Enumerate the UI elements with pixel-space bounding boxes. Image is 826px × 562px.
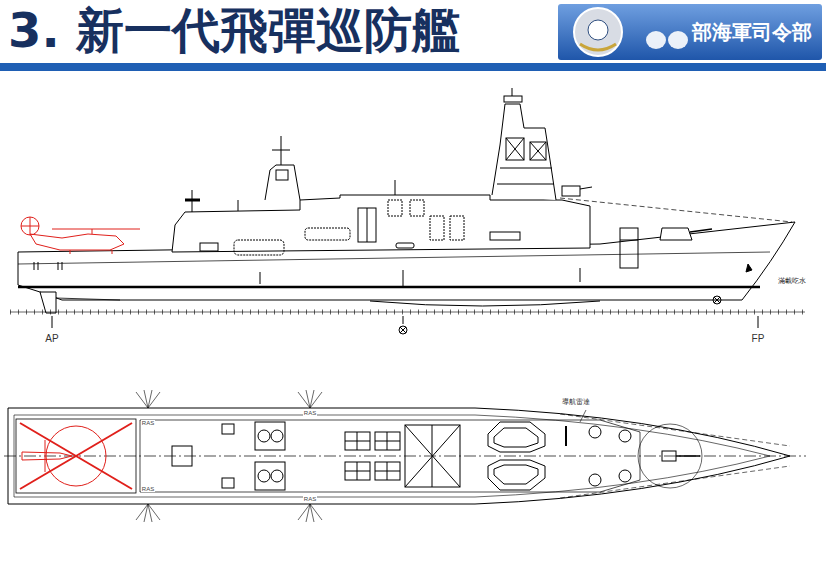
draft-note: 滿載吃水 — [777, 278, 807, 286]
logo-text: 部海軍司令部 — [691, 21, 813, 43]
forward-perpendicular: FP — [751, 333, 766, 344]
slide-title: 3. 新一代飛彈巡防艦 — [8, 4, 460, 57]
radar-note: 導航雷達 — [561, 399, 591, 407]
ras-station: RAS — [141, 420, 155, 427]
aft-perpendicular: AP — [44, 333, 59, 344]
ras-station: RAS — [303, 410, 317, 417]
ras-station: RAS — [141, 486, 155, 493]
ras-station: RAS — [303, 496, 317, 503]
